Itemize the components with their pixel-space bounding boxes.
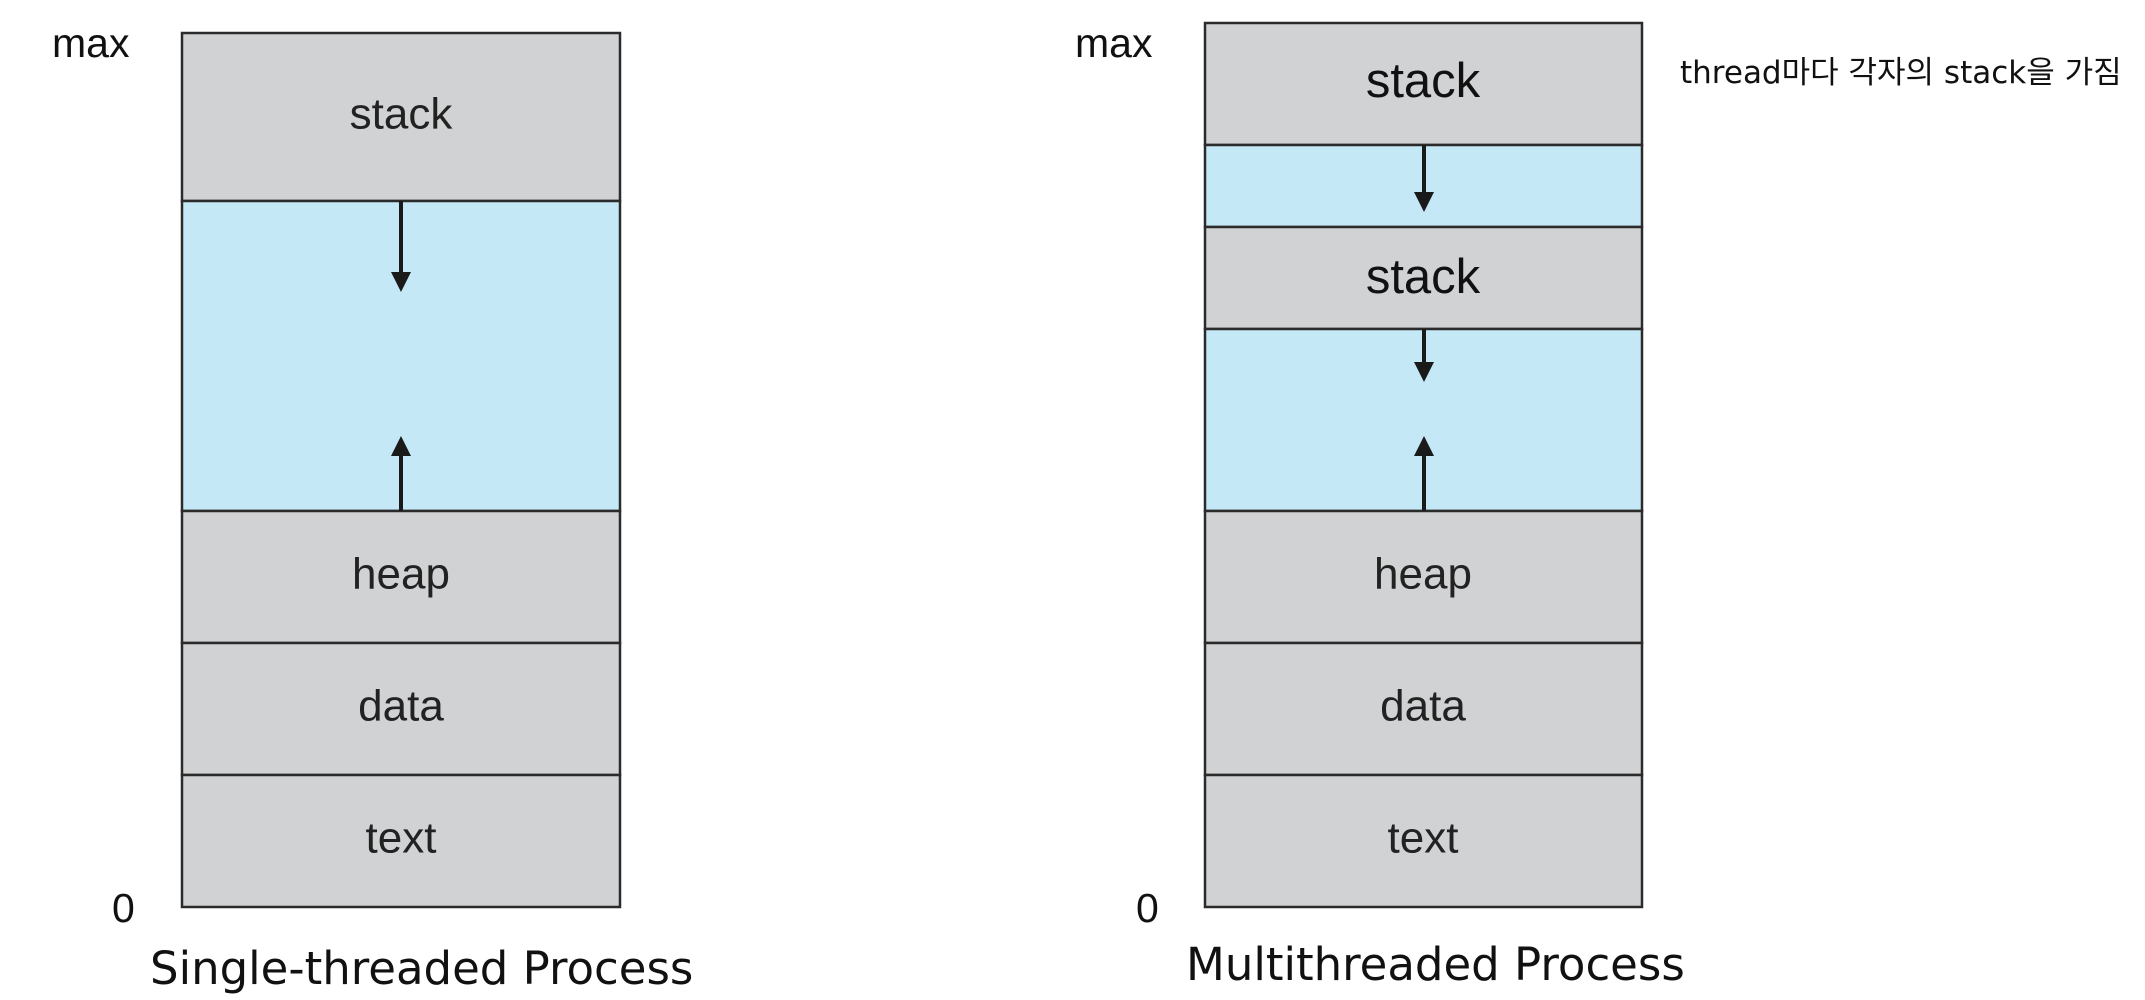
single-data-label: data [358, 682, 444, 731]
single-threaded-process: stack heap data text max 0 Single-thread… [52, 20, 693, 995]
multi-heap-label: heap [1374, 550, 1472, 599]
single-heap-label: heap [352, 550, 450, 599]
single-text-segment [180, 773, 622, 909]
multi-max-label: max [1075, 20, 1153, 66]
multi-caption: Multithreaded Process [1186, 938, 1685, 991]
single-data-segment [180, 641, 622, 777]
single-zero-label: 0 [112, 885, 135, 931]
multithreaded-process: stack stack heap data text max 0 Multith… [1075, 20, 2122, 991]
single-text-label: text [366, 814, 437, 863]
multi-text-label: text [1388, 814, 1459, 863]
single-stack-segment [180, 31, 622, 203]
multi-text-segment [1203, 773, 1644, 909]
multi-stack2-label: stack [1366, 250, 1481, 304]
multi-data-segment [1203, 641, 1644, 777]
single-max-label: max [52, 20, 130, 66]
single-caption: Single-threaded Process [150, 942, 693, 995]
multi-stack1-segment [1203, 21, 1644, 147]
per-thread-stack-note: thread마다 각자의 stack을 가짐 [1680, 55, 2122, 91]
multi-stack1-label: stack [1366, 54, 1481, 108]
multi-zero-label: 0 [1136, 885, 1159, 931]
multi-data-label: data [1380, 682, 1466, 731]
single-stack-label: stack [350, 90, 454, 139]
